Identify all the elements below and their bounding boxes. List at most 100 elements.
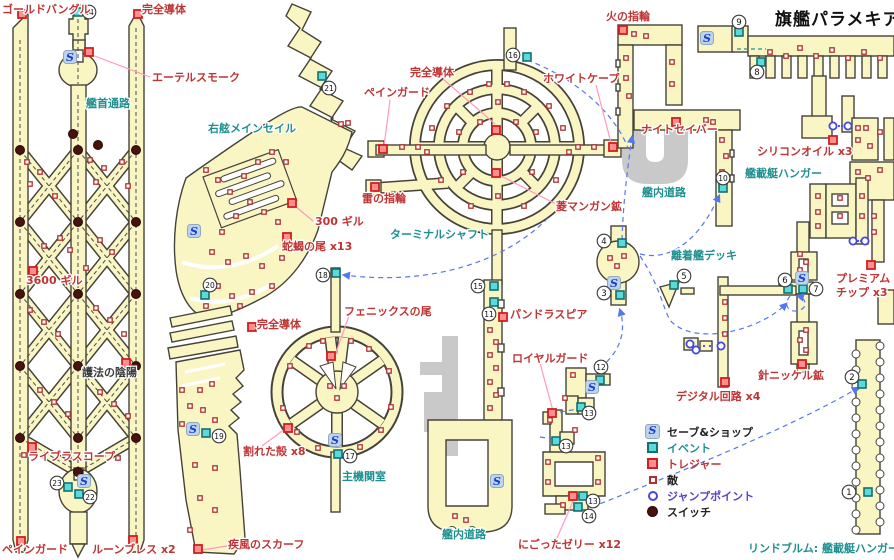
map-structure: [797, 55, 808, 79]
map-shape: [749, 64, 765, 80]
map-label-footer: リンドブルム: 艦載艇ハンガー: [748, 541, 894, 555]
enemy-marker: [378, 427, 384, 433]
enemy-marker: [438, 177, 444, 183]
map-structure: [855, 339, 881, 535]
map-shape: [596, 285, 612, 301]
map-corridor: [19, 437, 79, 473]
map-structure: [565, 367, 587, 399]
treasure-marker: [193, 544, 203, 554]
treasure-marker: [568, 491, 578, 501]
map-corridor: [77, 437, 137, 473]
numbered-circle: 6: [777, 272, 793, 288]
map-structure: [615, 107, 621, 116]
switch-marker: [131, 217, 141, 227]
map-label: チップ x3: [836, 285, 888, 299]
switch-marker: [15, 361, 25, 371]
enemy-marker: [261, 209, 267, 215]
event-marker: [615, 290, 625, 300]
enemy-marker: [803, 259, 809, 265]
enemy-marker: [460, 169, 466, 175]
switch-marker: [131, 361, 141, 371]
map-label: パンドラスピア: [510, 308, 587, 321]
map-corridor: [595, 84, 612, 144]
treasure-marker: [17, 9, 27, 19]
numbered-circle: 3: [596, 285, 612, 301]
numbered-circle: 13: [585, 493, 601, 509]
map-structure: [491, 229, 503, 285]
jump-point-icon: [843, 121, 853, 131]
enemy-marker: [797, 337, 803, 343]
enemy-marker: [595, 455, 601, 461]
enemy-marker: [719, 137, 725, 143]
map-corridor: [289, 400, 323, 428]
map-shape: [315, 267, 331, 283]
enemy-marker: [621, 253, 627, 259]
jump-point-icon: [848, 236, 858, 246]
enemy-marker: [125, 413, 131, 419]
event-marker: [74, 489, 84, 499]
enemy-marker: [424, 149, 430, 155]
enemy-marker: [545, 459, 551, 465]
map-label: 火の指輪: [606, 9, 651, 23]
enemy-marker: [643, 33, 649, 39]
map-label: ペインガード: [364, 85, 430, 99]
treasure-marker: [282, 232, 292, 242]
map-structure: [861, 55, 872, 79]
map-corridor: [539, 362, 554, 412]
enemy-marker: [456, 129, 462, 135]
event-marker: [201, 428, 211, 438]
treasure-marker: [326, 351, 336, 361]
enemy-marker: [345, 120, 351, 126]
map-shape: 5: [681, 272, 686, 282]
enemy-marker: [294, 429, 300, 435]
save-shop-icon: S: [795, 271, 809, 285]
numbered-circle: 13: [581, 405, 597, 421]
map-shape: [844, 369, 860, 385]
legend-item-treasure: トレジャー: [645, 456, 754, 471]
enemy-marker: [865, 175, 871, 181]
map-shape: [676, 268, 692, 284]
enemy-marker: [477, 119, 483, 125]
map-structure: [497, 299, 505, 309]
map-shape: [581, 508, 597, 524]
numbered-circle: 4: [596, 233, 612, 249]
jump-link: [639, 255, 788, 335]
jump-point-dot: [840, 124, 844, 128]
switch-marker: [73, 289, 83, 299]
map-structure: [167, 335, 239, 360]
enemy-marker: [722, 315, 728, 321]
enemy-marker: [572, 427, 578, 433]
map-shape: 24: [84, 8, 94, 17]
map-corridor: [77, 365, 137, 439]
enemy-marker: [566, 149, 572, 155]
map-shape: S: [189, 423, 197, 436]
map-corridor: [77, 221, 137, 295]
map-structure: [851, 349, 861, 359]
enemy-marker: [241, 173, 247, 179]
treasure-marker: [547, 408, 557, 418]
enemy-marker: [877, 167, 883, 173]
map-structure: [729, 174, 735, 183]
map-shape: S: [190, 225, 198, 238]
map-corridor: [556, 498, 575, 539]
event-marker: [331, 268, 341, 278]
map-corridor: [19, 365, 79, 439]
enemy-marker: [703, 117, 709, 123]
map-structure: [169, 320, 235, 343]
enemy-marker: [280, 405, 286, 411]
enemy-marker: [197, 387, 203, 393]
map-corridor: [351, 356, 385, 384]
numbered-circle: 18: [315, 267, 331, 283]
treasure-marker: [283, 423, 293, 433]
map-structure: [617, 44, 634, 149]
map-structure: [851, 461, 861, 471]
map-corridor: [442, 78, 496, 125]
map-structure: [875, 373, 885, 383]
enemy-marker: [495, 99, 501, 105]
map-shape: [342, 448, 358, 464]
event-marker: [63, 482, 73, 492]
map-label: 3600 ギル: [26, 273, 82, 287]
map-label: ルーンブレス x2: [92, 542, 176, 556]
